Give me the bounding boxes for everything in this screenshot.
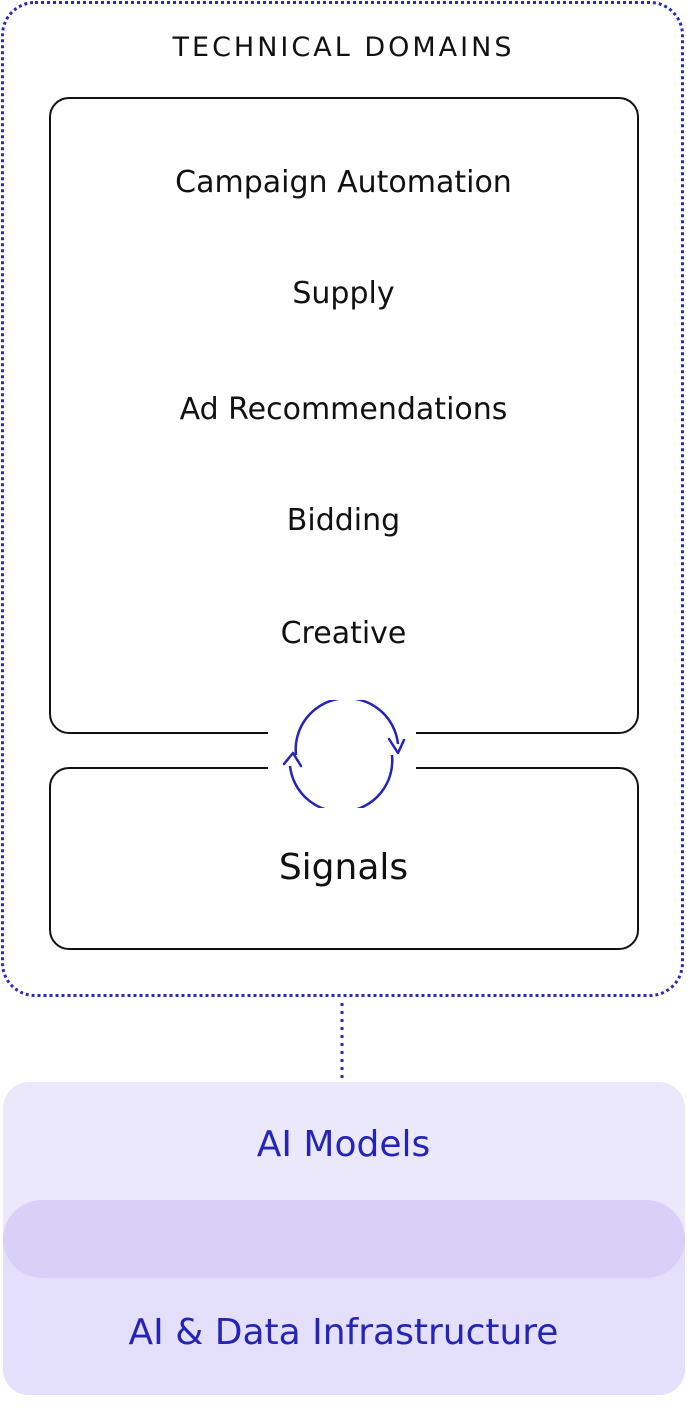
technical-domains-group: [1, 1, 684, 997]
domain-ad-recommendations: Ad Recommendations: [179, 392, 508, 427]
ai-stack: [3, 1082, 685, 1395]
domain-supply: Supply: [292, 276, 395, 311]
domain-bidding: Bidding: [286, 503, 401, 538]
refresh-cycle-icon: [282, 700, 406, 808]
domain-creative: Creative: [280, 616, 407, 651]
stack-divider-band: [3, 1200, 685, 1278]
ai-models-label: AI Models: [256, 1124, 431, 1165]
section-title: TECHNICAL DOMAINS: [172, 32, 515, 63]
dotted-connector: [340, 1003, 344, 1079]
signals-box: [49, 767, 639, 950]
domain-campaign-automation: Campaign Automation: [175, 165, 512, 200]
signals-label: Signals: [278, 847, 409, 888]
ai-data-infrastructure-label: AI & Data Infrastructure: [128, 1312, 559, 1353]
